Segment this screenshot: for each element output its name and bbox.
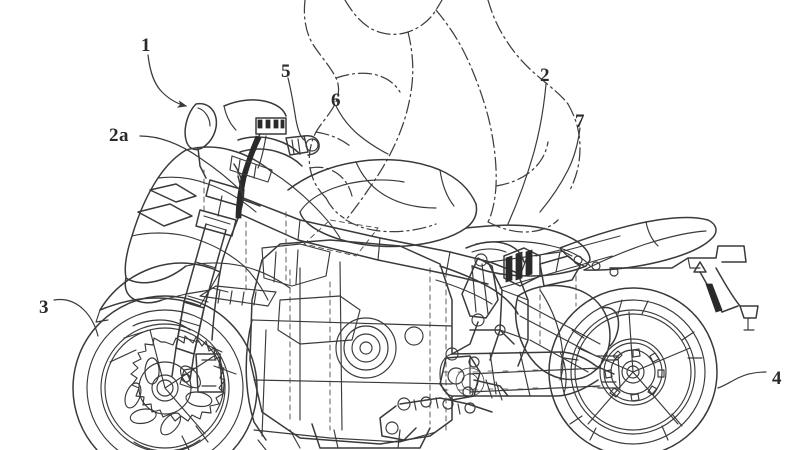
- reference-numeral-4: 4: [772, 368, 782, 389]
- exhaust-muffler: [435, 241, 620, 381]
- leader-lines: [53, 54, 767, 389]
- front-cowl: [124, 146, 437, 450]
- rear-fender-license-bracket: [699, 267, 759, 331]
- handlebar: [184, 99, 320, 219]
- reference-numeral-2: 2: [540, 65, 550, 86]
- rider-phantom-outline: [303, 0, 581, 233]
- front-fork: [95, 163, 245, 393]
- leader-5: [287, 77, 305, 141]
- leader-2: [507, 83, 547, 225]
- rear-suspension-linkage: [379, 247, 581, 441]
- reference-numeral-2a: 2a: [109, 125, 129, 146]
- reference-numeral-7: 7: [575, 111, 585, 132]
- hidden-construction-lines: [203, 169, 577, 431]
- reference-numeral-3: 3: [39, 297, 49, 318]
- reference-numeral-6: 6: [331, 90, 341, 111]
- leader-6: [335, 105, 389, 155]
- leader-3: [53, 298, 99, 337]
- front-wheel: [72, 295, 258, 450]
- leader-7: [539, 127, 581, 213]
- leader-2a: [139, 135, 243, 193]
- rear-sprocket: [599, 338, 667, 406]
- reference-numeral-5: 5: [281, 61, 291, 82]
- fuel-tank: [287, 158, 478, 248]
- reference-numeral-1: 1: [141, 35, 151, 56]
- engine-block: [249, 239, 453, 449]
- swingarm: [439, 351, 621, 397]
- leader-4: [717, 371, 767, 389]
- seat-cowl: [559, 216, 747, 277]
- rear-wheel: [548, 287, 718, 450]
- leader-1: [147, 54, 188, 108]
